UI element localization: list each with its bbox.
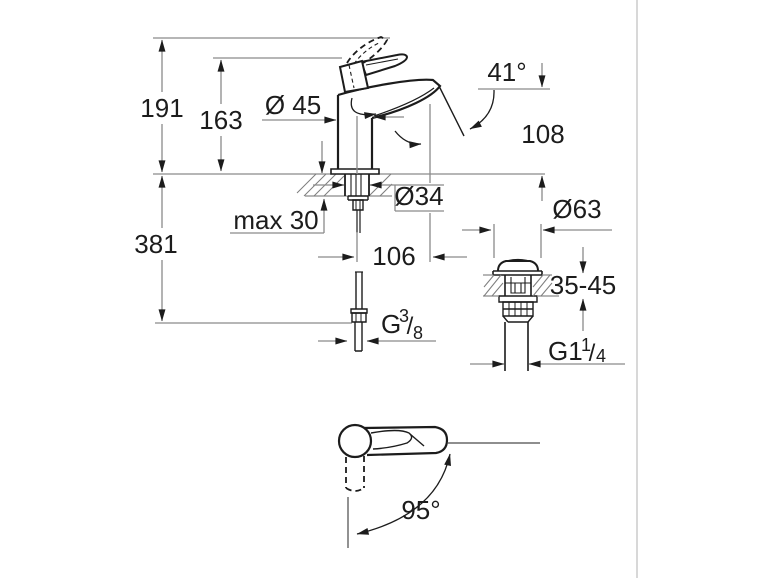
label-shank-diameter: Ø34 xyxy=(394,181,443,211)
pop-up-waste-valve xyxy=(492,258,543,371)
spout-angle-line xyxy=(438,85,465,137)
label-body-diameter: Ø 45 xyxy=(265,90,321,120)
waste-counter-section xyxy=(483,274,559,297)
swivel-arc xyxy=(356,453,451,535)
label-hose-length: 381 xyxy=(134,229,177,259)
label-waste-counter-range: 35-45 xyxy=(550,270,617,300)
dim-34-label-bracket xyxy=(394,185,444,212)
supply-hose xyxy=(350,271,368,352)
lever-knob-hidden-edge xyxy=(348,64,355,89)
flow-indicator-arc-2 xyxy=(394,130,422,149)
dim-41-arc xyxy=(469,89,495,130)
waste-tailpipe xyxy=(504,322,529,371)
label-waste-thread-den: 4 xyxy=(596,346,606,366)
label-spout-height: 108 xyxy=(521,119,564,149)
body-base xyxy=(330,168,380,175)
label-waste-thread: G1 1 / 4 xyxy=(548,335,606,367)
label-max-thickness: max 30 xyxy=(233,205,318,235)
label-waste-thread-g: G1 xyxy=(548,336,583,366)
waste-upper-nut xyxy=(498,295,538,303)
waste-flange xyxy=(492,270,543,276)
label-total-height: 191 xyxy=(140,93,183,123)
label-supply-thread-g: G xyxy=(381,309,401,339)
waste-cap-dome xyxy=(500,258,536,264)
waste-body xyxy=(504,275,532,296)
label-supply-thread-den: 8 xyxy=(413,323,423,343)
waste-cap xyxy=(497,260,539,272)
label-supply-thread: G 3 / 8 xyxy=(381,306,423,343)
label-waste-thread-num: 1 xyxy=(581,335,591,355)
faucet-side-view xyxy=(330,36,465,175)
label-lever-height: 163 xyxy=(199,105,242,135)
handle-inner-contour xyxy=(370,429,413,450)
label-supply-thread-num: 3 xyxy=(399,306,409,326)
flow-indicator-arc-1 xyxy=(350,97,377,120)
label-spout-angle: 41° xyxy=(487,57,526,87)
hose-nut-collar xyxy=(350,308,368,314)
label-handle-swivel-angle: 95° xyxy=(401,495,440,525)
dim-63-ext xyxy=(493,224,542,258)
hose-upper xyxy=(355,272,363,309)
label-supply-thread-slash: / xyxy=(407,313,414,340)
lever-open-dashed-inner xyxy=(353,42,380,65)
hose-lower xyxy=(354,322,363,352)
handle-top-view xyxy=(337,423,540,548)
label-waste-flange-dia: Ø63 xyxy=(552,194,601,224)
handle-knob-circle xyxy=(337,423,373,459)
waste-counter-hatch xyxy=(483,274,553,297)
mounting-shank xyxy=(344,174,370,233)
label-spout-projection: 106 xyxy=(372,241,415,271)
lever-closed-edge xyxy=(365,58,399,66)
dimension-lines xyxy=(158,39,625,368)
lever-open-dashed xyxy=(346,36,389,64)
label-waste-thread-slash: / xyxy=(589,340,596,367)
threaded-rod xyxy=(356,210,361,233)
